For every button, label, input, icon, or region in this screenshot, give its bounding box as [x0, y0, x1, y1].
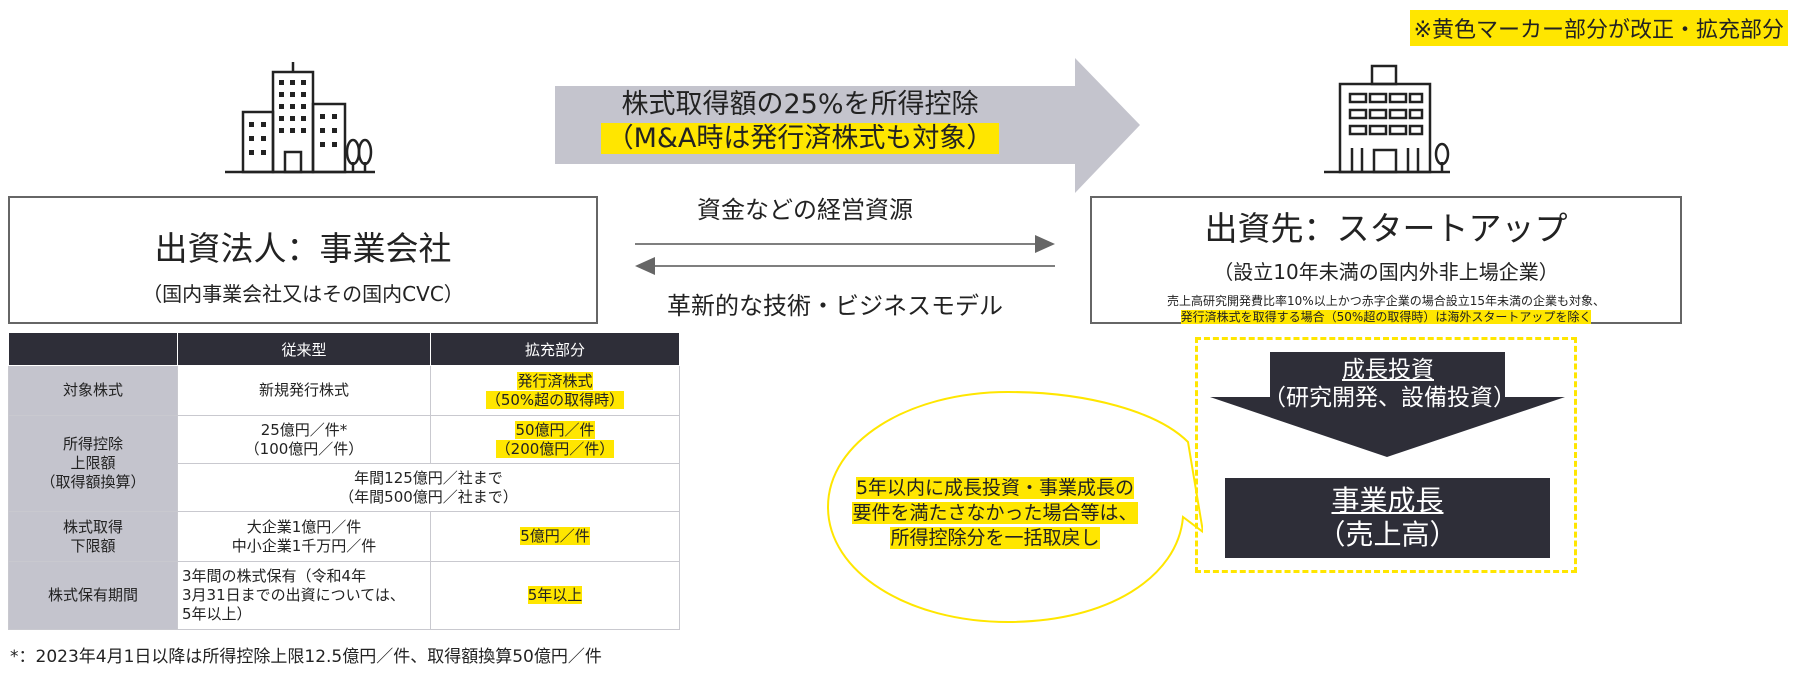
revision-note: ※黄色マーカー部分が改正・拡充部分 [1409, 10, 1788, 46]
header-expansion: 拡充部分 [430, 332, 680, 366]
row-head-deduction-limit: 所得控除上限額（取得額換算） [8, 415, 178, 512]
cell-min-new: 5億円／件 [430, 511, 680, 562]
office-buildings-icon [225, 62, 375, 174]
row-head-min-amount: 株式取得下限額 [8, 511, 178, 562]
header-blank [8, 332, 178, 366]
cell-target-old: 新規発行株式 [177, 365, 431, 416]
investor-title: 出資法人：事業会社 [154, 229, 452, 268]
startup-building-icon [1324, 64, 1450, 174]
startup-subtitle: （設立10年未満の国内外非上場企業） [1213, 260, 1559, 284]
table-row: 年間125億円／社まで（年間500億円／社まで） [9, 463, 680, 512]
header-conventional: 従来型 [177, 332, 431, 366]
startup-note-line2: 発行済株式を取得する場合（50%超の取得時）は海外スタートアップを除く [1180, 310, 1592, 324]
cell-annual-limit: 年間125億円／社まで（年間500億円／社まで） [177, 463, 680, 512]
cell-limit-old: 25億円／件*（100億円／件） [177, 415, 431, 464]
cell-holding-new: 5年以上 [430, 561, 680, 630]
clawback-line2: 要件を満たさなかった場合等は、 [852, 502, 1138, 524]
business-title: 事業成長 [1331, 484, 1444, 517]
comparison-table: 従来型 拡充部分 対象株式 新規発行株式 発行済株式（50%超の取得時） 所得控… [8, 332, 680, 630]
row-head-target-shares: 対象株式 [8, 365, 178, 416]
technology-label: 革新的な技術・ビジネスモデル [667, 292, 1003, 320]
cell-min-old: 大企業1億円／件中小企業1千万円／件 [177, 511, 431, 562]
resources-label: 資金などの経営資源 [697, 196, 913, 224]
tax-deduction-label: 株式取得額の25%を所得控除 （M&A時は発行済株式も対象） [560, 88, 1040, 156]
tax-deduction-line1: 株式取得額の25%を所得控除 [621, 89, 979, 120]
clawback-line3: 所得控除分を一括取戻し [890, 527, 1100, 549]
table-row: 所得控除上限額（取得額換算） 25億円／件*（100億円／件） 50億円／件（2… [8, 415, 680, 512]
exchange-arrows [635, 235, 1055, 275]
startup-note-line1: 売上高研究開発費比率10%以上かつ赤字企業の場合設立15年未満の企業も対象、 [1167, 294, 1605, 308]
table-header-row: 従来型 拡充部分 [8, 332, 680, 366]
growth-subtitle: （研究開発、設備投資） [1263, 385, 1516, 411]
growth-investment-arrow [1210, 352, 1565, 457]
clawback-line1: 5年以内に成長投資・事業成長の [855, 477, 1135, 499]
tax-deduction-line2: （M&A時は発行済株式も対象） [600, 123, 1000, 154]
clawback-text: 5年以内に成長投資・事業成長の 要件を満たさなかった場合等は、 所得控除分を一括… [830, 476, 1160, 551]
cell-limit-new: 50億円／件（200億円／件） [430, 415, 680, 464]
growth-investment-label: 成長投資 （研究開発、設備投資） [1263, 356, 1516, 412]
investor-subtitle: （国内事業会社又はその国内CVC） [142, 282, 464, 306]
startup-box: 出資先：スタートアップ （設立10年未満の国内外非上場企業） 売上高研究開発費比… [1090, 196, 1682, 324]
growth-area [1195, 337, 1577, 573]
row-head-holding-period: 株式保有期間 [8, 561, 178, 630]
business-growth-box: 事業成長 （売上高） [1225, 478, 1550, 558]
cell-target-new: 発行済株式（50%超の取得時） [430, 365, 680, 416]
startup-title: 出資先：スタートアップ [1204, 209, 1568, 248]
growth-title: 成長投資 [1342, 357, 1434, 383]
footnote: *：2023年4月1日以降は所得控除上限12.5億円／件、取得額換算50億円／件 [10, 647, 602, 667]
table-row: 対象株式 新規発行株式 発行済株式（50%超の取得時） [8, 365, 680, 416]
table-row: 株式取得下限額 大企業1億円／件中小企業1千万円／件 5億円／件 [8, 511, 680, 562]
business-subtitle: （売上高） [1317, 518, 1458, 551]
investor-box: 出資法人：事業会社 （国内事業会社又はその国内CVC） [8, 196, 598, 324]
